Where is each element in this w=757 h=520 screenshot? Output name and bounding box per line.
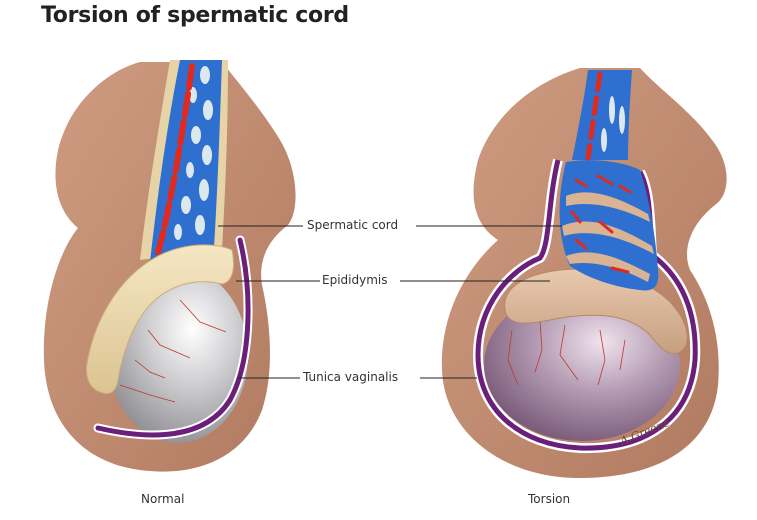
leader-lines [218, 225, 562, 379]
torsion-cord-upper [572, 70, 632, 160]
normal-testis-vessels [119, 299, 227, 403]
torsion-testis-vessels [507, 321, 626, 386]
label-spermatic-cord: Spermatic cord [307, 218, 399, 232]
torsion-cord-upper-gaps [601, 96, 625, 152]
torsion-cord-arteries [570, 174, 632, 274]
normal-illustration [43, 60, 296, 472]
caption-normal: Normal [141, 492, 185, 506]
torsion-tunica-vaginalis [475, 159, 698, 451]
page-title: Torsion of spermatic cord [41, 3, 349, 28]
torsion-epididymis [504, 268, 688, 355]
torsion-testis [484, 289, 680, 441]
label-epididymis: Epididymis [322, 273, 388, 287]
normal-tunica-vaginalis-stroke [95, 237, 251, 438]
caption-torsion: Torsion [528, 492, 571, 506]
label-tunica-vaginalis: Tunica vaginalis [303, 370, 399, 384]
torsion-cord-twists [562, 192, 654, 282]
normal-testicular-artery [155, 63, 195, 255]
torsion-artery-upper [585, 71, 603, 161]
normal-cord-gaps [174, 66, 213, 240]
torsion-illustration: A.Greene [441, 68, 727, 478]
normal-epididymis [86, 244, 235, 394]
